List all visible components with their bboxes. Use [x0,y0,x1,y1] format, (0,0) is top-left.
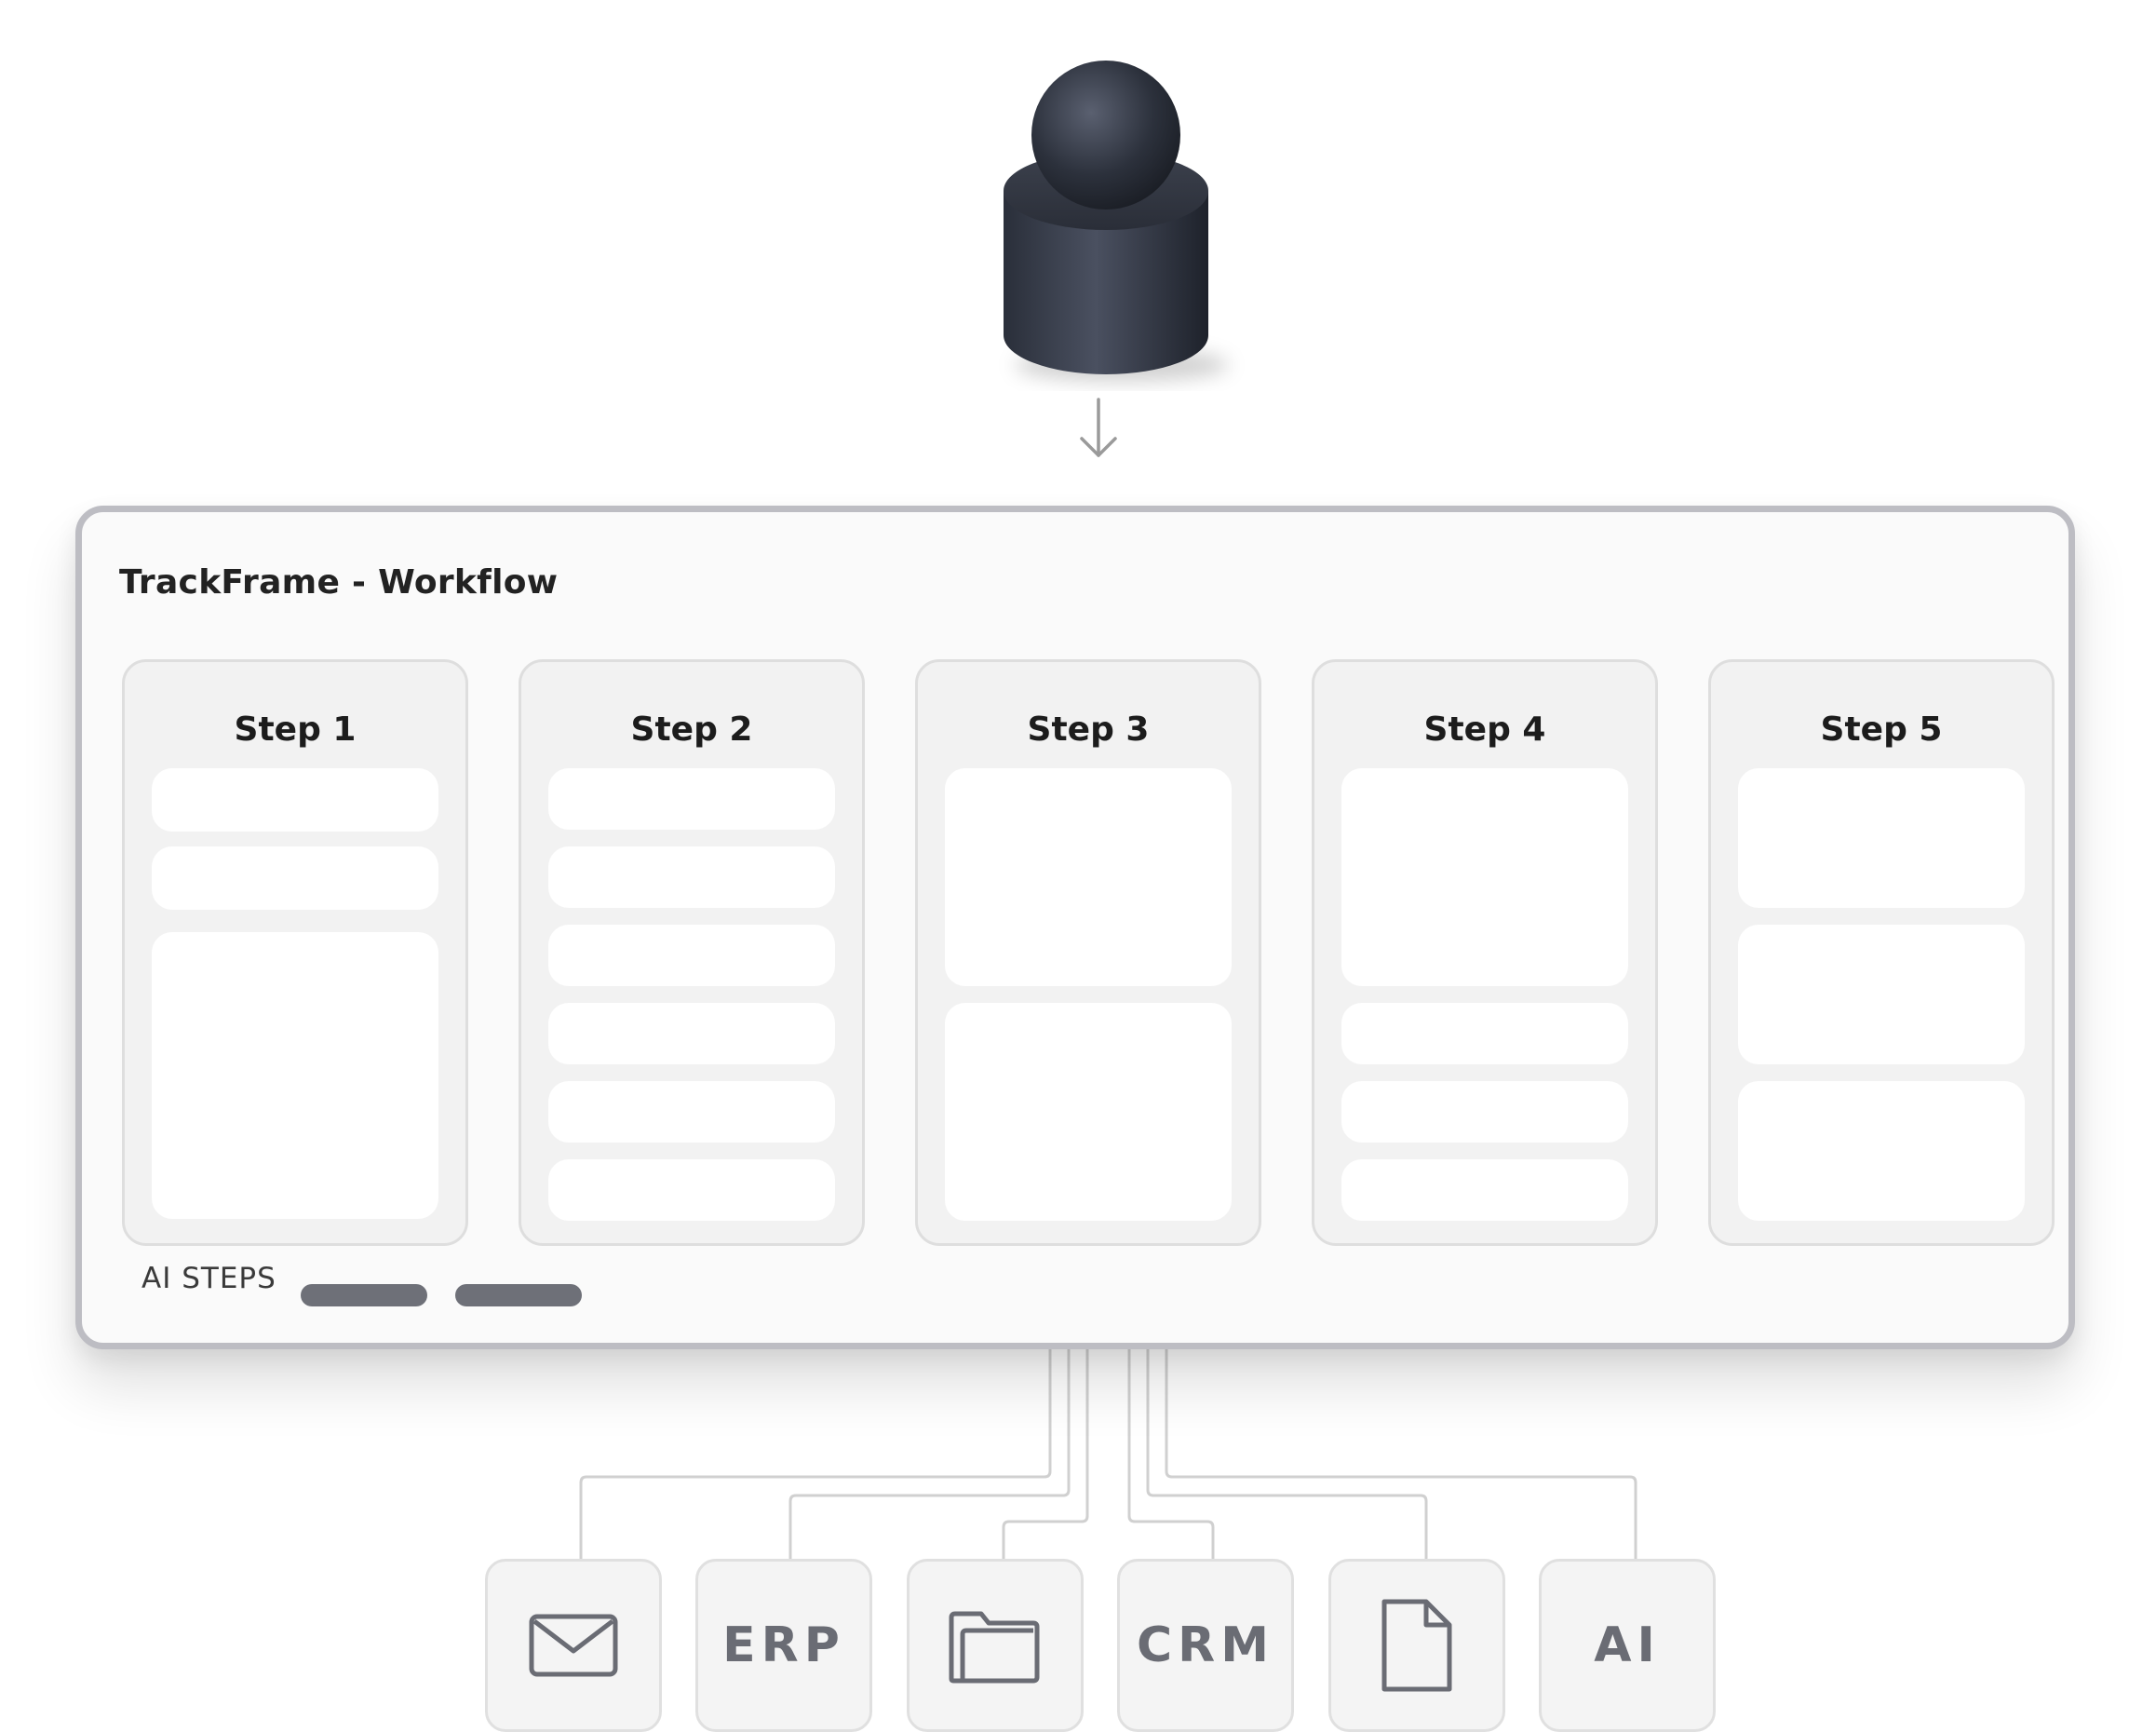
erp-label: ERP [722,1617,845,1673]
document-icon [1381,1599,1452,1692]
ai-integration-tile[interactable]: AI [1539,1559,1716,1732]
step-column-3[interactable]: Step 3 [915,659,1261,1246]
step-title: Step 1 [234,710,357,749]
step-title: Step 4 [1423,710,1546,749]
step-card[interactable] [152,768,438,832]
step-card[interactable] [548,925,835,986]
step-card[interactable] [945,1003,1232,1221]
ai-step-pill[interactable] [455,1284,582,1306]
step-card[interactable] [548,1003,835,1064]
step-title: Step 3 [1027,710,1150,749]
step-card[interactable] [1341,1081,1628,1143]
files-integration-tile[interactable] [907,1559,1084,1732]
step-card[interactable] [548,768,835,830]
step-card[interactable] [548,846,835,908]
step-card[interactable] [1341,1159,1628,1221]
step-card[interactable] [1738,768,2025,908]
document-integration-tile[interactable] [1328,1559,1505,1732]
down-arrow-icon [1080,398,1117,457]
ai-steps-label: AI STEPS [141,1262,276,1295]
window-title: TrackFrame - Workflow [119,563,559,602]
step-card[interactable] [548,1081,835,1143]
ai-step-pill[interactable] [301,1284,427,1306]
step-title: Step 2 [630,710,753,749]
step-card[interactable] [152,932,438,1219]
step-card[interactable] [1738,1081,2025,1221]
step-column-5[interactable]: Step 5 [1708,659,2055,1246]
step-card[interactable] [945,768,1232,986]
step-title: Step 5 [1820,710,1943,749]
ai-label: AI [1594,1617,1661,1673]
step-card[interactable] [152,846,438,910]
crm-integration-tile[interactable]: CRM [1117,1559,1294,1732]
step-card[interactable] [1738,925,2025,1064]
email-integration-tile[interactable] [485,1559,662,1732]
crm-label: CRM [1137,1617,1274,1673]
step-card[interactable] [1341,1003,1628,1064]
step-column-4[interactable]: Step 4 [1312,659,1658,1246]
user-figure-icon [1004,61,1229,382]
erp-integration-tile[interactable]: ERP [695,1559,872,1732]
step-column-2[interactable]: Step 2 [519,659,865,1246]
step-column-1[interactable]: Step 1 [122,659,468,1246]
folder-icon [949,1611,1040,1684]
step-card[interactable] [1341,768,1628,986]
envelope-icon [529,1614,618,1677]
step-card[interactable] [548,1159,835,1221]
